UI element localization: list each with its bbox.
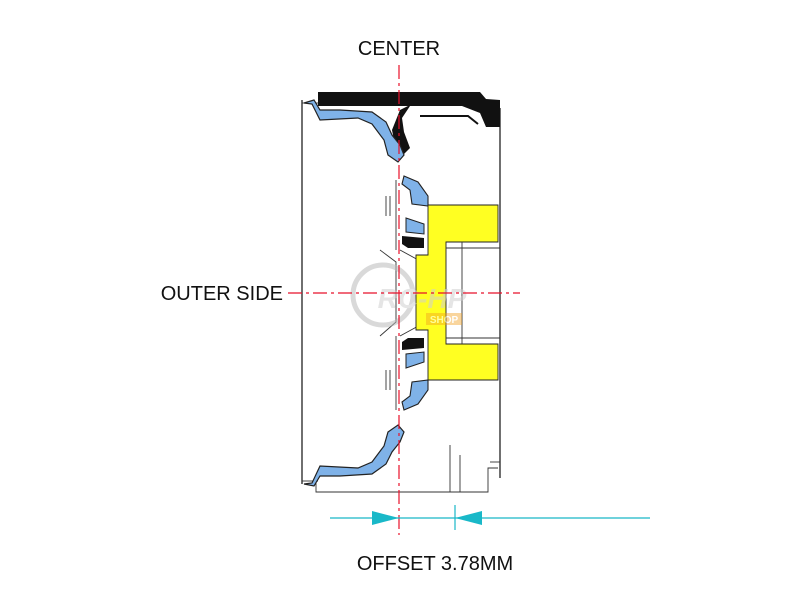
outer-side-label: OUTER SIDE <box>161 283 283 305</box>
rim-profile-top <box>303 99 405 163</box>
dimension-arrow-right <box>455 511 482 525</box>
watermark-logo: RC-HP SHOP <box>350 262 467 328</box>
centerlines <box>288 65 520 535</box>
dimension-arrow-left <box>372 511 399 525</box>
rim-bead-top <box>318 92 500 156</box>
wheel-spokes <box>379 175 429 411</box>
watermark-sub-text: SHOP <box>430 315 459 326</box>
center-label: CENTER <box>358 38 440 60</box>
watermark-main-text: RC-HP <box>378 283 467 314</box>
offset-label: OFFSET 3.78MM <box>357 553 513 575</box>
rim-profile-bottom <box>303 424 405 487</box>
hex-hub-adaptor <box>415 204 500 381</box>
tire-outline <box>301 100 501 493</box>
offset-dimension <box>330 505 650 530</box>
